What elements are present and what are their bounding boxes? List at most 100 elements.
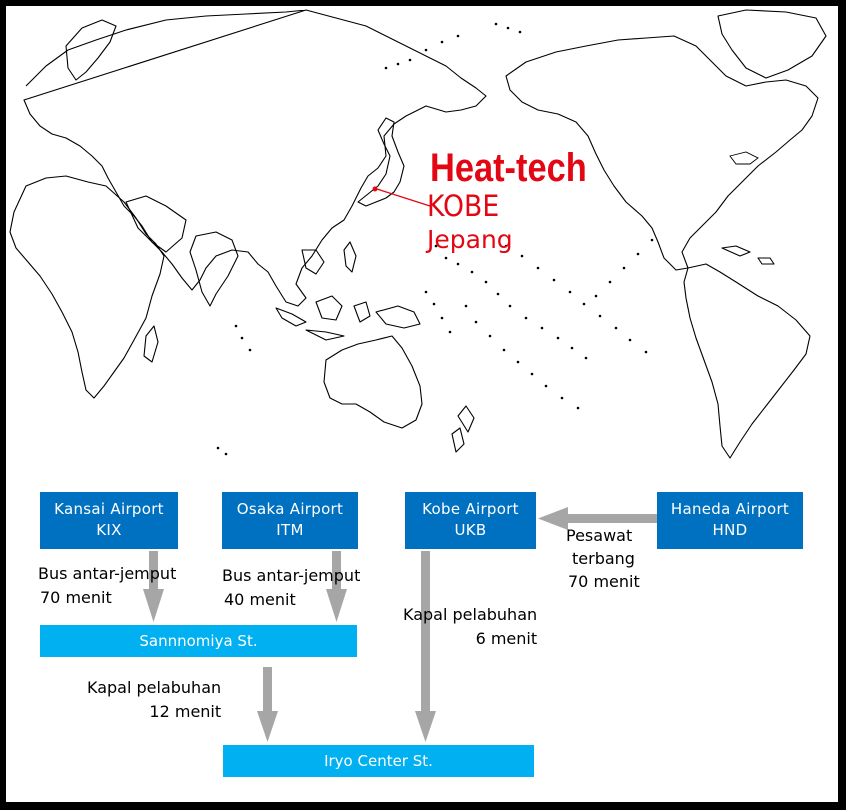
airport-name: Haneda Airport — [670, 500, 790, 518]
caribbean-outline — [721, 245, 775, 265]
island-dot — [470, 270, 474, 274]
kobe-pointer-line — [376, 188, 431, 207]
island-dot — [628, 338, 632, 342]
island-dot — [440, 316, 444, 320]
island-dot — [536, 266, 540, 270]
arrow-kix-to-sannomiya — [143, 551, 164, 622]
island-dot — [614, 326, 618, 330]
island-dot — [496, 292, 500, 296]
route-mode: Pesawat — [566, 526, 633, 545]
australia-outline — [323, 335, 423, 429]
island-dot — [636, 252, 640, 256]
route-mode: terbang — [572, 549, 635, 568]
island-dot — [448, 330, 452, 334]
pacific-island-dots — [216, 22, 654, 456]
japan-outline — [357, 117, 405, 207]
island-dot — [556, 336, 560, 340]
island-dot — [248, 348, 252, 352]
island-dot — [224, 452, 228, 456]
island-dot — [504, 244, 508, 248]
label-sannomiya-port: Kapal pelabuhan 12 menit — [87, 676, 221, 724]
island-dot — [408, 58, 412, 62]
airport-name: Osaka Airport — [236, 500, 344, 518]
station-iryo-center: Iryo Center St. — [223, 745, 534, 777]
island-dot — [582, 302, 586, 306]
route-time: 6 menit — [475, 629, 538, 648]
island-dot — [520, 254, 524, 258]
island-dot — [488, 334, 492, 338]
eurasia-outline — [23, 9, 487, 307]
route-time: 40 menit — [224, 590, 296, 609]
airport-kobe: Kobe Airport UKB — [405, 492, 536, 549]
island-dot — [234, 324, 238, 328]
label-hnd-flight: Pesawat terbang 70 menit — [566, 524, 640, 593]
island-dot — [508, 304, 512, 308]
island-dot — [474, 320, 478, 324]
route-time: 12 menit — [149, 702, 222, 721]
airport-osaka: Osaka Airport ITM — [222, 492, 358, 549]
island-dot — [608, 280, 612, 284]
india-outline — [189, 231, 239, 307]
label-kix-bus: Bus antar-jemput 70 menit — [38, 562, 176, 610]
island-dot — [444, 256, 448, 260]
label-ukb-port: Kapal pelabuhan 6 menit — [403, 603, 537, 651]
route-mode: Kapal pelabuhan — [87, 678, 222, 697]
airport-code: HND — [712, 521, 748, 539]
island-dot — [544, 384, 548, 388]
arabia-outline — [125, 195, 187, 253]
country-label: Jepang — [427, 225, 513, 254]
route-time: 70 menit — [568, 572, 640, 591]
island-dot — [456, 262, 460, 266]
island-dot — [464, 304, 468, 308]
philippines-outline — [343, 241, 357, 273]
route-mode: Bus antar-jemput — [222, 566, 361, 585]
island-dot — [432, 302, 436, 306]
scandinavia-outline — [65, 19, 117, 81]
greenland-outline — [717, 9, 827, 79]
island-dot — [622, 266, 626, 270]
island-dot — [644, 350, 648, 354]
island-dot — [240, 336, 244, 340]
island-dot — [516, 360, 520, 364]
city-label: KOBE — [427, 189, 500, 223]
island-dot — [570, 346, 574, 350]
airport-code: ITM — [276, 521, 304, 539]
arrow-sannomiya-to-iryo — [257, 667, 278, 742]
se-asia-outline — [301, 249, 325, 275]
arrow-kobe-to-iryo — [415, 551, 436, 742]
island-dot — [484, 280, 488, 284]
airport-code: UKB — [454, 521, 487, 539]
page-frame: Heat-tech KOBE Jepang Kansai Airport KIX… — [6, 6, 838, 802]
island-dot — [502, 348, 506, 352]
island-dot — [216, 446, 220, 450]
island-dot — [530, 372, 534, 376]
island-dot — [560, 396, 564, 400]
south-america-outline — [683, 263, 811, 459]
route-arrows — [143, 507, 657, 742]
island-dot — [434, 244, 438, 248]
island-dot — [518, 30, 522, 34]
island-dot — [540, 326, 544, 330]
arrow-itm-to-sannomiya — [326, 551, 347, 622]
brand-title: Heat-tech — [430, 146, 587, 190]
route-mode: Bus antar-jemput — [38, 564, 177, 583]
airport-name: Kansai Airport — [54, 500, 164, 518]
north-america-outline — [505, 35, 819, 271]
arrow-haneda-to-kobe — [538, 507, 657, 530]
island-dot — [424, 290, 428, 294]
island-dot — [384, 66, 388, 70]
route-time: 70 menit — [40, 588, 112, 607]
new-zealand-outline — [451, 405, 475, 453]
world-map — [9, 9, 827, 459]
airport-code: KIX — [96, 521, 122, 539]
label-itm-bus: Bus antar-jemput 40 menit — [222, 564, 360, 612]
island-dot — [524, 316, 528, 320]
great-lakes-outline — [729, 151, 759, 165]
airport-name: Kobe Airport — [422, 500, 519, 518]
island-dot — [598, 314, 602, 318]
island-dot — [568, 290, 572, 294]
island-dot — [494, 22, 498, 26]
africa-outline — [9, 175, 165, 399]
island-dot — [594, 294, 598, 298]
island-dot — [440, 40, 444, 44]
